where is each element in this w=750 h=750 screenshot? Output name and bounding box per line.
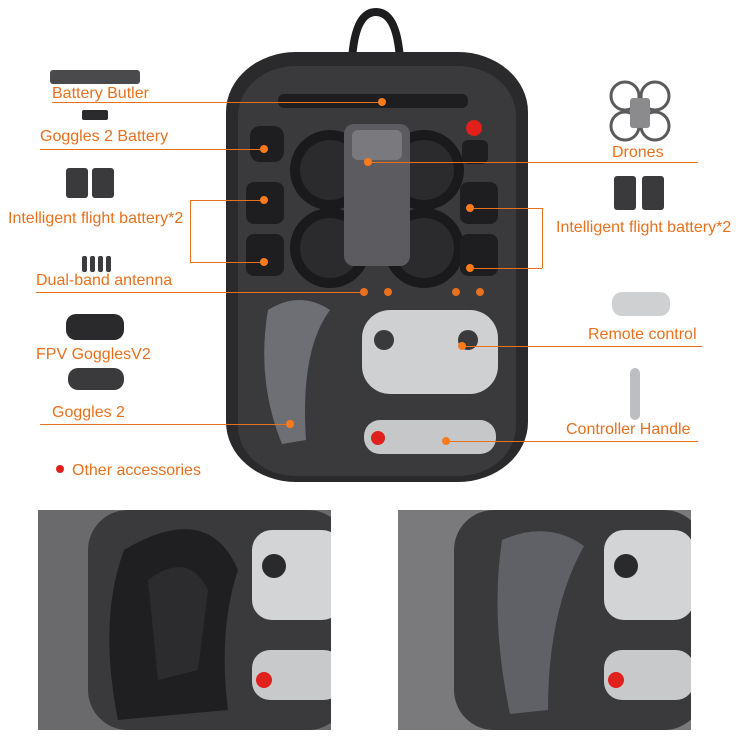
goggles-in-case: [264, 300, 330, 444]
leader-controller-handle: [446, 441, 698, 442]
bullet-other-accessories: [56, 465, 64, 473]
label-dual-band-antenna: Dual-band antenna: [36, 272, 173, 289]
leader-drones: [368, 162, 698, 163]
leader-battery-left-2: [190, 262, 262, 263]
leader-goggles-2: [40, 424, 290, 425]
red-accessory: [466, 120, 482, 136]
leader-battery-left-1: [190, 200, 262, 201]
photo-goggles-2: [398, 510, 691, 730]
drone: [290, 124, 464, 288]
label-intelligent-battery-right: Intelligent flight battery*2: [556, 219, 732, 236]
battery-slot-right-1: [460, 182, 498, 224]
leader-dual-band-antenna: [36, 292, 362, 293]
leader-battery-right-1: [470, 208, 542, 209]
photo-fpv-goggles-v2: [38, 510, 331, 730]
label-fpv-goggles-v2: FPV GogglesV2: [36, 346, 151, 363]
leader-remote-control: [462, 346, 702, 347]
label-remote-control: Remote control: [588, 326, 697, 343]
marker-battery-left-1: [260, 196, 268, 204]
label-drones: Drones: [612, 144, 664, 161]
controller-handle-in-case: [364, 420, 496, 454]
battery-butler-slot: [278, 94, 468, 108]
label-goggles-2-battery: Goggles 2 Battery: [40, 128, 169, 145]
label-goggles-2: Goggles 2: [52, 404, 125, 421]
antenna-pockets: [360, 288, 484, 296]
marker-battery-left-2: [260, 258, 268, 266]
photo-fpv-goggles-v2-art: [38, 510, 331, 730]
label-intelligent-battery-left: Intelligent flight battery*2: [8, 210, 184, 227]
marker-remote-control: [458, 342, 466, 350]
marker-drones: [364, 158, 372, 166]
photo-goggles-2-art: [398, 510, 691, 730]
marker-battery-right-1: [466, 204, 474, 212]
accessory-slot: [462, 140, 488, 164]
marker-controller-handle: [442, 437, 450, 445]
case-handle: [348, 7, 404, 61]
bracket-left: [190, 200, 191, 262]
label-controller-handle: Controller Handle: [566, 421, 691, 438]
label-other-accessories: Other accessories: [72, 462, 201, 479]
marker-battery-right-2: [466, 264, 474, 272]
battery-slot-left-2: [246, 234, 284, 276]
marker-goggles-2: [286, 420, 294, 428]
bracket-right: [542, 208, 543, 268]
label-battery-butler: Battery Butler: [52, 85, 149, 102]
marker-goggles-2-battery: [260, 145, 268, 153]
goggles-battery-slot: [250, 126, 284, 162]
leader-battery-right-2: [470, 268, 542, 269]
leader-goggles-2-battery: [40, 149, 262, 150]
leader-battery-butler: [52, 102, 382, 103]
marker-battery-butler: [378, 98, 386, 106]
drones-icon: [609, 80, 671, 142]
